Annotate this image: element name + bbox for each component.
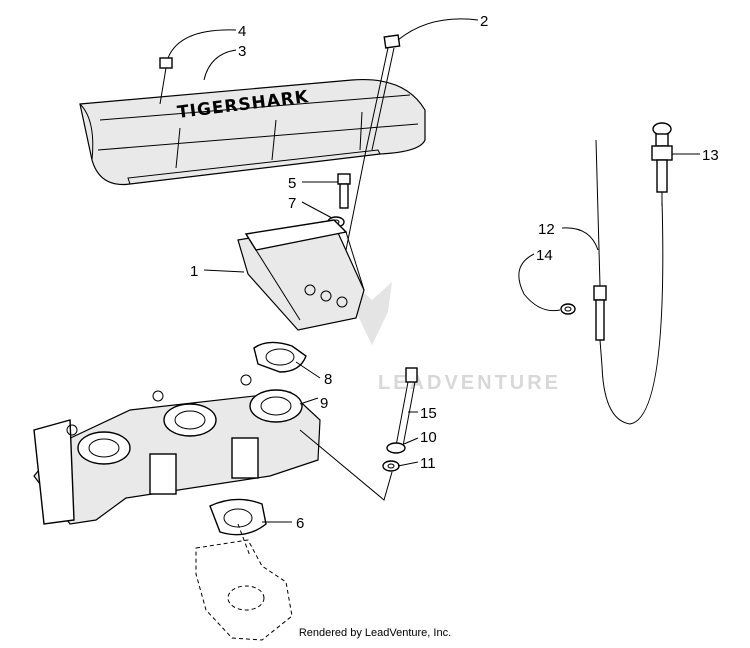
engine-reference-outline: [195, 523, 293, 641]
part-intake-manifold[interactable]: [33, 374, 321, 525]
part-gasket-upper[interactable]: [253, 341, 307, 373]
callout-12[interactable]: 12: [538, 221, 555, 238]
part-washer[interactable]: [386, 442, 406, 454]
part-bolt-small[interactable]: [337, 173, 351, 209]
callout-6[interactable]: 6: [296, 515, 304, 532]
part-plug[interactable]: [159, 57, 173, 105]
part-nut[interactable]: [382, 460, 400, 472]
callout-9[interactable]: 9: [320, 395, 328, 412]
callout-8[interactable]: 8: [324, 371, 332, 388]
assembly-line: [299, 429, 393, 501]
callout-2[interactable]: 2: [480, 13, 488, 30]
part-air-box[interactable]: [237, 219, 365, 331]
part-choke-knob[interactable]: [651, 122, 673, 206]
callout-13[interactable]: 13: [702, 147, 719, 164]
callout-11[interactable]: 11: [420, 455, 436, 472]
part-valve-cover[interactable]: TIGERSHARK: [79, 78, 426, 186]
callout-3[interactable]: 3: [238, 43, 246, 60]
watermark-text: LEADVENTURE: [378, 372, 561, 394]
footer-credit: Rendered by LeadVenture, Inc.: [298, 627, 452, 639]
callout-7[interactable]: 7: [288, 195, 296, 212]
part-choke-cable[interactable]: [593, 139, 664, 425]
part-long-bolt[interactable]: [331, 34, 401, 321]
callout-5[interactable]: 5: [288, 175, 296, 192]
callout-15[interactable]: 15: [420, 405, 437, 422]
watermark: LEADVENTURE: [352, 282, 561, 394]
callout-14[interactable]: 14: [536, 247, 553, 264]
part-stud[interactable]: [395, 367, 418, 447]
callout-1[interactable]: 1: [190, 263, 198, 280]
callout-10[interactable]: 10: [420, 429, 437, 446]
part-clip-ring[interactable]: [560, 303, 576, 315]
part-gasket-lower[interactable]: [209, 498, 267, 536]
callouts: 4 3 2 5 7 1 8 9 15 10 11 6 12 14 13: [167, 13, 719, 532]
callout-4[interactable]: 4: [238, 23, 246, 40]
